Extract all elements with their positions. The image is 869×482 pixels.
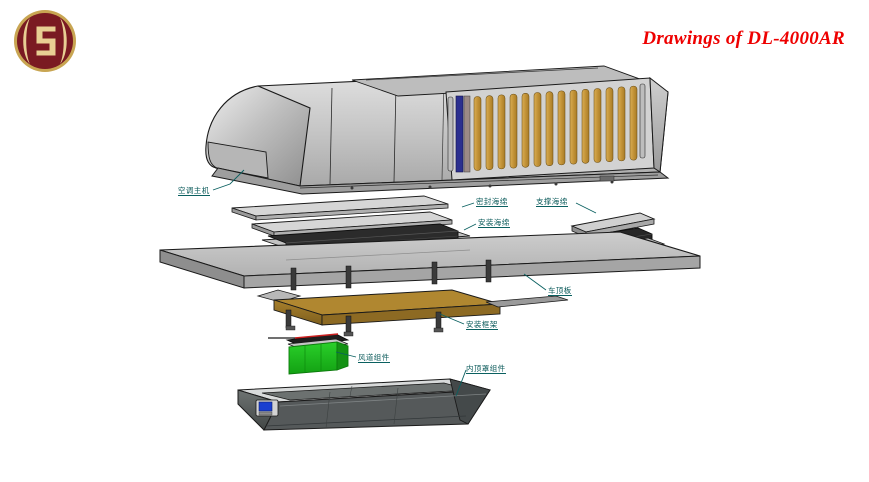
callout-mounting-sponge: 安装海绵 [478,218,510,228]
callout-mounting-frame: 安装框架 [466,320,498,330]
logo-letter-s [35,25,57,57]
callout-leader-lines [212,169,597,397]
part-air-duct-assembly [285,333,350,375]
company-logo [10,8,80,74]
callout-sealing-sponge: 密封海绵 [476,197,508,207]
grille-blue-element [455,95,464,173]
part-inner-cover-assembly [237,378,491,431]
logo-right-flourish [60,18,67,64]
part-ac-main-unit [205,65,670,195]
part-mounting-sponge [251,211,453,237]
callout-ac-main-unit: 空调主机 [178,186,210,196]
part-mounting-frame [256,259,569,339]
page-title: Drawings of DL-4000AR [642,28,845,49]
callout-support-sponge: 支撑海绵 [536,197,568,207]
control-panel-display [258,401,273,412]
callout-inner-cover-assembly: 内顶罩组件 [466,364,506,374]
callout-air-duct-assembly: 风道组件 [358,353,390,363]
part-roof-panel [159,231,701,289]
logo-left-flourish [23,18,30,64]
part-sealing-sponge [231,195,449,221]
grille-slats [473,85,638,171]
callout-roof-panel: 车顶板 [548,286,572,296]
